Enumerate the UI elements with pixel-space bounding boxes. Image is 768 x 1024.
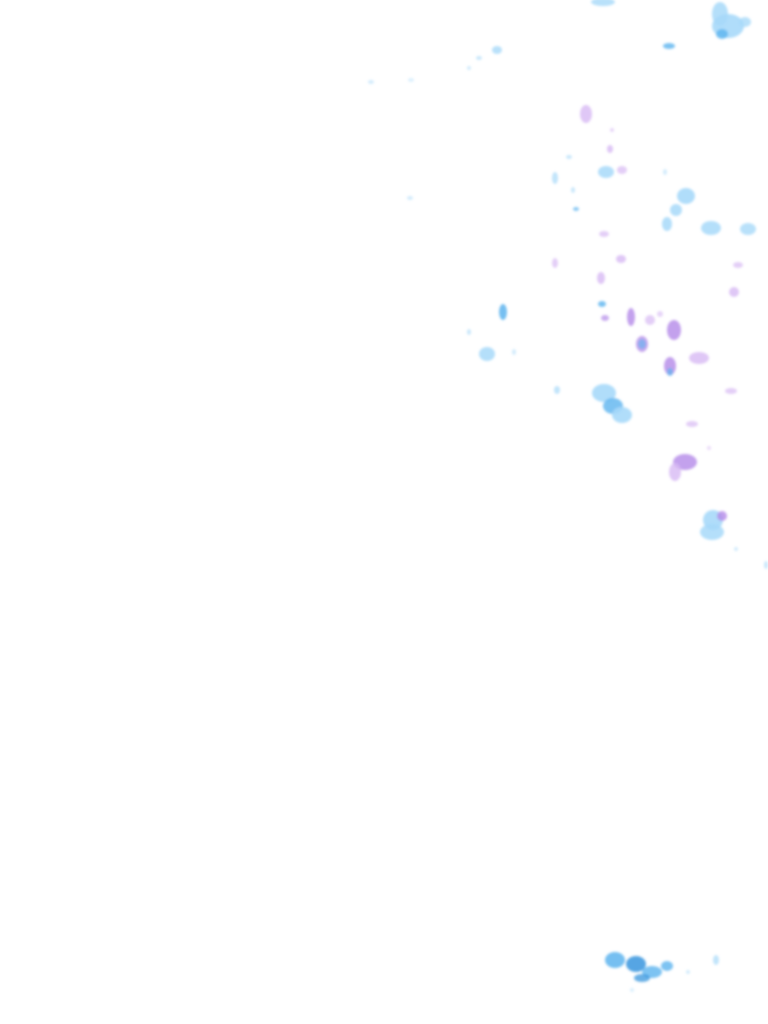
precipitation-cell: [657, 311, 663, 317]
precipitation-cell: [764, 561, 768, 569]
precipitation-cell: [598, 166, 614, 178]
precipitation-cell: [717, 511, 727, 521]
precipitation-cell: [713, 955, 719, 965]
precipitation-cell: [740, 223, 756, 235]
precipitation-cell: [599, 231, 609, 237]
precipitation-cell: [663, 169, 667, 175]
precipitation-cell: [616, 255, 626, 263]
precipitation-cell: [630, 988, 634, 992]
precipitation-cell: [592, 384, 616, 402]
precipitation-cell: [700, 524, 724, 540]
precipitation-cell: [626, 956, 646, 972]
precipitation-cell: [733, 262, 743, 268]
precipitation-cell: [645, 315, 655, 325]
precipitation-cell: [580, 105, 592, 123]
precipitation-cell: [601, 315, 609, 321]
precipitation-cell: [605, 952, 625, 968]
precipitation-cell: [571, 187, 575, 193]
precipitation-cell: [716, 29, 728, 39]
precipitation-cell: [368, 80, 374, 84]
precipitation-cell: [689, 352, 709, 364]
precipitation-cell: [597, 272, 605, 284]
precipitation-cell: [552, 172, 558, 184]
precipitation-cell: [627, 308, 635, 326]
precipitation-cell: [573, 207, 579, 211]
precipitation-cell: [686, 970, 690, 974]
precipitation-cell: [634, 974, 650, 982]
precipitation-cell: [669, 463, 681, 481]
precipitation-cell: [667, 368, 673, 376]
precipitation-cell: [479, 347, 495, 361]
precipitation-cell: [598, 301, 606, 307]
precipitation-cell: [408, 78, 414, 82]
precipitation-cell: [670, 204, 682, 216]
precipitation-cell: [734, 547, 738, 551]
precipitation-cell: [663, 43, 675, 49]
precipitation-cell: [707, 446, 711, 450]
precipitation-cell: [617, 166, 627, 174]
precipitation-cell: [566, 155, 572, 159]
precipitation-cell: [554, 386, 560, 394]
precipitation-cell: [476, 56, 482, 60]
precipitation-cell: [607, 145, 613, 153]
precipitation-cell: [729, 287, 739, 297]
precipitation-cell: [499, 304, 507, 320]
precipitation-cell: [677, 188, 695, 204]
precipitation-cell: [552, 258, 558, 268]
precipitation-cell: [661, 961, 673, 971]
precipitation-cell: [492, 46, 502, 54]
precipitation-cell: [610, 128, 614, 132]
precipitation-cell: [467, 329, 471, 335]
precipitation-cell: [686, 421, 698, 427]
precipitation-cell: [512, 349, 516, 355]
precipitation-cell: [667, 320, 681, 340]
precipitation-cell: [725, 388, 737, 394]
precipitation-cell: [467, 66, 471, 70]
precipitation-cell: [407, 196, 413, 200]
precipitation-cell: [662, 217, 672, 231]
precipitation-cell: [638, 339, 646, 349]
precipitation-cell: [701, 221, 721, 235]
precipitation-cell: [591, 0, 615, 6]
precipitation-cell: [612, 407, 632, 423]
precipitation-cell: [739, 17, 751, 27]
precipitation-cell: [664, 357, 676, 375]
